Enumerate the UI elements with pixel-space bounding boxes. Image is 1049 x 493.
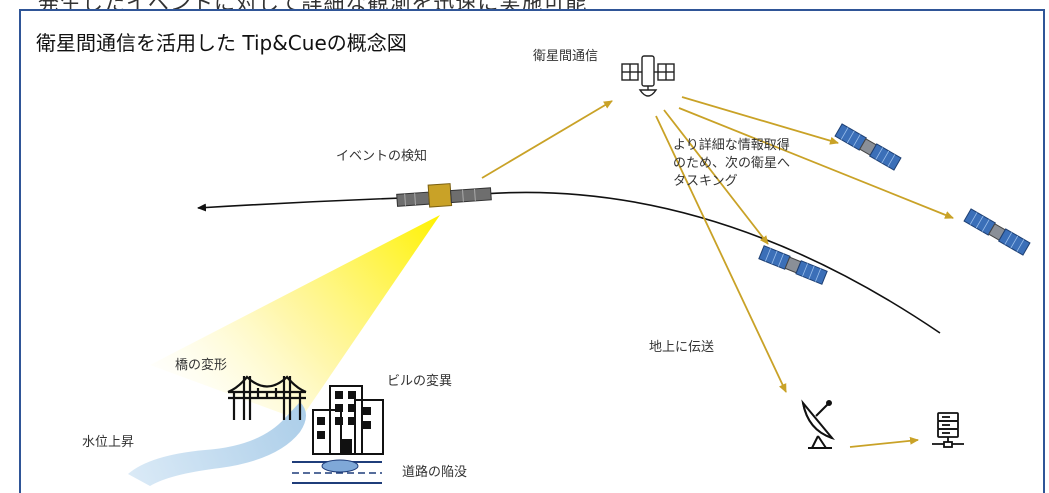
arrow-event-to-relay xyxy=(481,100,613,179)
observation-satellite-2-icon xyxy=(963,208,1031,256)
sinkhole-icon xyxy=(292,459,382,484)
event-detection-satellite-icon xyxy=(396,183,492,208)
label-downlink: 地上に伝送 xyxy=(649,340,715,355)
server-icon xyxy=(932,412,964,448)
arrow-relay-to-sat2 xyxy=(678,107,954,219)
river-shape xyxy=(128,402,306,486)
label-tasking-line2: のため、次の衛星へ xyxy=(673,156,791,171)
orbit-track xyxy=(197,191,941,334)
bridge-icon xyxy=(227,375,307,420)
buildings-icon xyxy=(312,385,384,455)
arrow-ground-to-server xyxy=(849,436,919,448)
diagram-title: 衛星間通信を活用した Tip&Cueの概念図 xyxy=(36,31,407,55)
label-building-deformation: ビルの変異 xyxy=(387,374,453,389)
observation-beam xyxy=(150,215,440,420)
arrow-relay-to-ground xyxy=(655,115,787,393)
label-road-subsidence: 道路の陥没 xyxy=(402,465,468,480)
label-bridge-deformation: 橋の変形 xyxy=(175,358,228,373)
label-tasking-line3: タスキング xyxy=(673,174,738,189)
ground-station-dish-icon xyxy=(801,399,836,449)
label-inter-satellite-comm: 衛星間通信 xyxy=(533,49,599,64)
diagram-frame xyxy=(19,9,1045,493)
label-tasking-line1: より詳細な情報取得 xyxy=(673,138,790,153)
top-caption-strip: 発生したイベントに対して詳細な観測を迅速に実施可能 xyxy=(0,0,1049,9)
label-water-level-rise: 水位上昇 xyxy=(82,435,135,450)
relay-satellite-icon xyxy=(621,55,675,97)
arrow-relay-to-sat3 xyxy=(663,109,769,245)
observation-satellite-1-icon xyxy=(834,123,902,171)
top-caption: 発生したイベントに対して詳細な観測を迅速に実施可能 xyxy=(38,0,587,9)
label-event-detection: イベントの検知 xyxy=(336,149,428,164)
arrow-relay-to-sat1 xyxy=(681,96,839,145)
